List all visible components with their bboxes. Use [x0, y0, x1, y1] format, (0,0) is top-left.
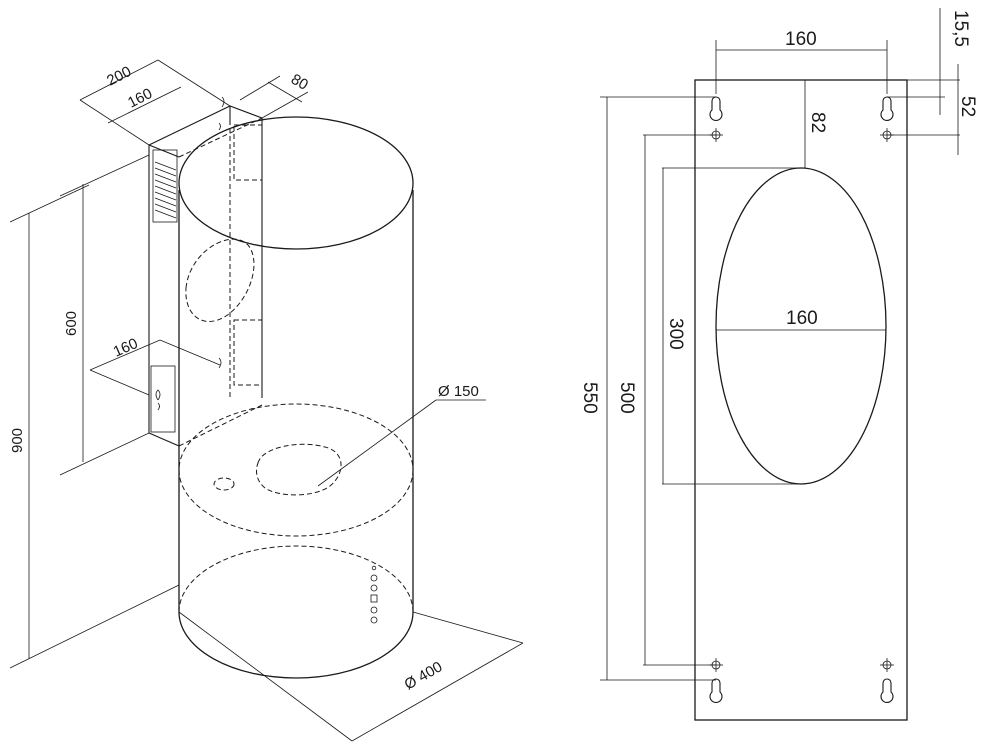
dim-label-160-holes: 160 — [785, 29, 817, 50]
chimney-bracket — [148, 96, 263, 447]
dim-label-dia-400: Ø 400 — [402, 658, 446, 693]
iso-dimension-lines — [9, 59, 524, 742]
keyhole-bottom-right — [880, 678, 894, 703]
plate-cutout — [715, 167, 887, 485]
vent-grille — [152, 149, 178, 223]
dim-label-82: 82 — [807, 112, 828, 133]
dim-label-600: 600 — [63, 311, 80, 336]
hole-bottom-right — [880, 658, 894, 672]
dim-label-80: 80 — [288, 71, 311, 94]
control-panel — [370, 565, 378, 624]
dim-label-160-top: 160 — [125, 85, 155, 112]
keyhole-top-right — [880, 96, 894, 121]
plate-dimension-lines — [600, 8, 960, 681]
keyhole-bottom-left — [709, 678, 723, 703]
mounting-plate — [694, 79, 908, 721]
dim-label-900: 900 — [9, 428, 26, 453]
keyhole-top-left — [709, 96, 723, 121]
dim-label-300: 300 — [665, 318, 686, 350]
dim-label-160-bottom: 160 — [111, 335, 141, 361]
dim-label-15-5: 15,5 — [950, 10, 971, 47]
dim-label-52: 52 — [957, 96, 978, 117]
mounting-plate-view: 160 15,5 52 82 160 300 500 550 — [579, 8, 978, 721]
dim-label-dia-150: Ø 150 — [438, 383, 479, 400]
dim-label-500: 500 — [616, 382, 637, 414]
isometric-view: 200 160 80 600 160 900 Ø 150 Ø 400 — [9, 59, 524, 742]
dim-label-160-cutout: 160 — [786, 308, 818, 329]
cylinder-body — [178, 116, 414, 679]
dim-label-550: 550 — [579, 382, 600, 414]
